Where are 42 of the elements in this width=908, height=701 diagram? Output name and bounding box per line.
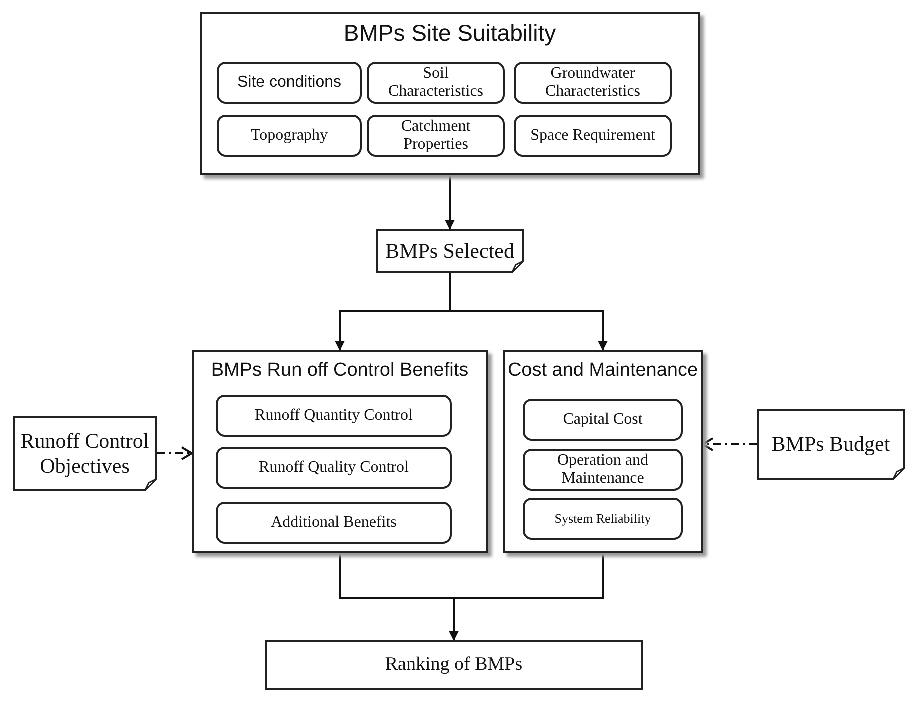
node-label: Runoff Control Objectives: [20, 429, 150, 478]
node-label: Runoff Quantity Control: [255, 407, 413, 425]
node-label: Space Requirement: [530, 127, 656, 145]
node-label: System Reliability: [554, 512, 652, 526]
dashed-arrow: [702, 438, 757, 452]
node-label: Capital Cost: [563, 411, 643, 429]
item-box: [514, 115, 672, 157]
node-label: Groundwater Characteristics: [544, 65, 642, 101]
item-box: [216, 502, 452, 544]
group-heading: Cost and Maintenance: [506, 360, 700, 382]
group-heading: BMPs Run off Control Benefits: [210, 360, 470, 382]
node-label: BMPs Selected: [386, 238, 514, 264]
node-label: Topography: [250, 127, 328, 145]
node-label: Soil Characteristics: [387, 65, 485, 101]
item-box: [216, 447, 452, 489]
group-box: [503, 350, 703, 553]
node-label: Additional Benefits: [271, 514, 397, 532]
item-box: [216, 395, 452, 437]
item-box: [523, 399, 683, 441]
item-box: [217, 62, 362, 104]
dashed-arrow: [157, 446, 193, 460]
node-label: Catchment Properties: [400, 118, 472, 154]
node-label: Site conditions: [237, 74, 342, 92]
item-box: [367, 62, 505, 104]
item-box: [523, 498, 683, 540]
process-box: [265, 640, 643, 690]
item-box: [523, 449, 683, 491]
group-box: [200, 12, 700, 175]
node-label: Operation and Maintenance: [556, 452, 650, 488]
group-box: [192, 350, 488, 553]
document-box: [376, 229, 524, 273]
arrow: [445, 175, 455, 230]
node-label: Runoff Quality Control: [259, 459, 409, 477]
item-box: [217, 115, 362, 157]
document-box: [13, 416, 157, 491]
node-label: Ranking of BMPs: [385, 654, 523, 676]
item-box: [514, 62, 672, 104]
document-box: [757, 409, 905, 480]
item-box: [367, 115, 505, 157]
arrow: [449, 553, 604, 641]
node-label: BMPs Budget: [772, 432, 890, 457]
group-heading: BMPs Site Suitability: [342, 20, 558, 47]
